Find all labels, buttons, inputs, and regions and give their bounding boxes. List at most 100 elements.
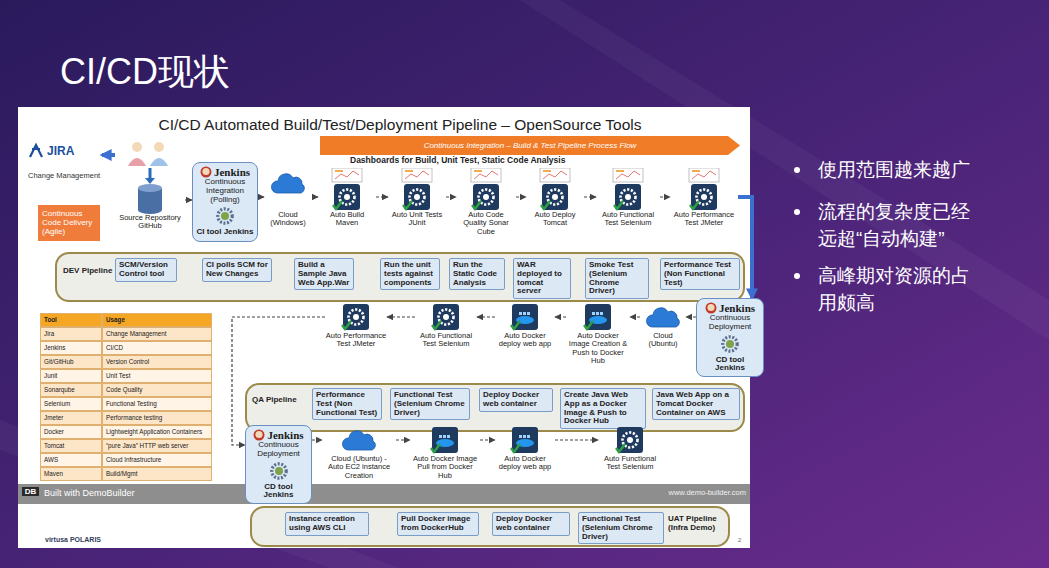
node-text: Jenkins [267, 429, 303, 441]
node-text: QA Pipeline [252, 396, 304, 405]
node-text: Smoke Test (Selenium Chrome Driver) [589, 261, 645, 296]
step-icon [264, 168, 312, 211]
step-connector [312, 196, 318, 197]
node-text: DEV Pipeline [63, 267, 113, 276]
step-description: Run the Static Code Analysis [449, 258, 505, 290]
node-text: CD tool Jenkins [249, 483, 308, 501]
node-text: Functional Test (Selenium Chrome Driver) [394, 391, 466, 417]
step-connector [312, 439, 322, 440]
pipeline-step: Auto Code Quality Sonar Cube [456, 168, 516, 236]
node-text: Create Java Web App as a Docker Image & … [564, 391, 642, 426]
repo-illustration [115, 140, 185, 214]
step-connector [396, 439, 410, 440]
step-connector [480, 439, 495, 440]
step-icon [596, 168, 660, 211]
table-cell: Unit Test [102, 369, 212, 383]
pipeline-step: Auto Functional Test Selenium [415, 302, 477, 349]
node-text: SCM/Version Control tool [119, 261, 173, 279]
jenkins-logo [200, 166, 212, 178]
node-text: Auto Code Quality Sonar Cube [456, 211, 516, 236]
gear-icon [269, 461, 289, 481]
table-cell: Functional Testing [102, 397, 212, 411]
node-text: Continuous Code Delivery (Agile) [42, 209, 96, 237]
step-description: CI polls SCM for New Changes [202, 258, 272, 282]
step-icon [495, 302, 555, 332]
step-connector [477, 316, 495, 317]
jenkins-logo [253, 429, 265, 441]
step-description: Performance Test (Non Functional Test) [312, 388, 382, 420]
gear-icon [215, 206, 235, 226]
bullet [794, 209, 800, 215]
table-cell: Version Control [102, 355, 212, 369]
note-label: 2 [738, 537, 746, 544]
note-label: www.demo-builder.com [640, 489, 746, 498]
node-text: Deploy Docker web container [483, 391, 549, 409]
table-cell: Jenkins [40, 341, 102, 355]
table-cell: CI/CD [102, 341, 212, 355]
step-description: WAR deployed to tomcat server [513, 258, 571, 299]
pipeline-step: Auto Unit Tests JUnit [388, 168, 446, 228]
jenkins-box: JenkinsContinuous Integration (Polling)C… [192, 162, 258, 242]
node-text: Auto Build Maven [318, 211, 376, 228]
table-cell: Tomcat [40, 439, 102, 453]
node-text: Auto EC2 instance Creation [322, 463, 396, 480]
node-text: JIRA [47, 144, 74, 158]
step-connector [387, 316, 415, 317]
node-text: Auto Functional Test Selenium [598, 455, 662, 472]
node-text: UAT Pipeline (Infra Demo) [668, 515, 726, 533]
table-cell: Lightweight Application Containers [102, 425, 212, 439]
step-description: SCM/Version Control tool [115, 258, 177, 282]
pipeline-step: Auto Docker Image Pull from Docker Hub [410, 425, 480, 480]
step-icon [410, 425, 480, 455]
repository-icon: Source Repository GitHub [115, 140, 185, 231]
table-cell: Selenium [40, 397, 102, 411]
step-description: Pull Docker image from DockerHub [397, 512, 479, 536]
table-cell: Code Quality [102, 383, 212, 397]
jenkins-box: JenkinsContinuous DeploymentCD tool Jenk… [696, 298, 764, 377]
pipeline-step: Cloud (Ubuntu) [640, 302, 686, 349]
step-icon [566, 302, 630, 332]
step-icon [318, 168, 376, 211]
pipeline-step: Auto Performance Test JMeter [325, 302, 387, 349]
step-connector [185, 199, 192, 200]
step-connector [555, 316, 566, 317]
step-connector [555, 439, 598, 440]
pipeline-step: Auto Build Maven [318, 168, 376, 228]
node-text: Change Management [28, 171, 102, 180]
table-cell: Cloud Infrastructure [102, 453, 212, 467]
step-description: Deploy Docker web container [492, 512, 570, 536]
step-description: Instance creation using AWS CLI [285, 512, 369, 536]
jenkins-logo [705, 302, 717, 314]
footer-bar [18, 484, 750, 504]
step-description: Functional Test (Selenium Chrome Driver) [578, 512, 664, 544]
process-arrow: Continuous Integration – Build & Test Pi… [320, 136, 740, 155]
step-description: Smoke Test (Selenium Chrome Driver) [585, 258, 649, 299]
node-text: Cloud (Ubuntu) - [322, 455, 396, 463]
pipeline-band: QA Pipeline Performance Test (Non Functio… [245, 383, 745, 432]
pipeline-step: Auto Functional Test Selenium [596, 168, 660, 228]
table-cell: Performance testing [102, 411, 212, 425]
node-text: Auto Docker Image Creation & Push to Doc… [566, 332, 630, 365]
node-text: Auto Unit Tests JUnit [388, 211, 446, 228]
node-text: Jenkins [214, 166, 250, 178]
table-cell: Tool [40, 313, 102, 327]
table-cell: Docker [40, 425, 102, 439]
image-panel [18, 107, 750, 548]
bullet-text: 高峰期对资源的占用颇高 [818, 263, 978, 316]
table-cell: Maven [40, 467, 102, 481]
pipeline-band: UAT Pipeline (Infra Demo) Instance creati… [250, 506, 730, 547]
bullet-text: 使用范围越来越广 [818, 157, 1038, 184]
table-cell: AWS [40, 453, 102, 467]
note-label: Built with DemoBuilder [44, 488, 184, 498]
node-text: Auto Docker deploy web app [495, 455, 555, 472]
node-text: Cloud (Ubuntu) [640, 332, 686, 349]
node-text: CI tool Jenkins [197, 228, 254, 237]
node-text: CD tool Jenkins [700, 356, 760, 374]
node-text: Auto Docker Image Pull from Docker Hub [410, 455, 480, 480]
table-cell: Junit [40, 369, 102, 383]
step-description: Performance Test (Non Functional Test) [660, 258, 740, 290]
table-cell: Jira [40, 327, 102, 341]
gear-icon [720, 334, 740, 354]
step-connector [584, 196, 596, 197]
table-cell: Sonarqube [40, 383, 102, 397]
